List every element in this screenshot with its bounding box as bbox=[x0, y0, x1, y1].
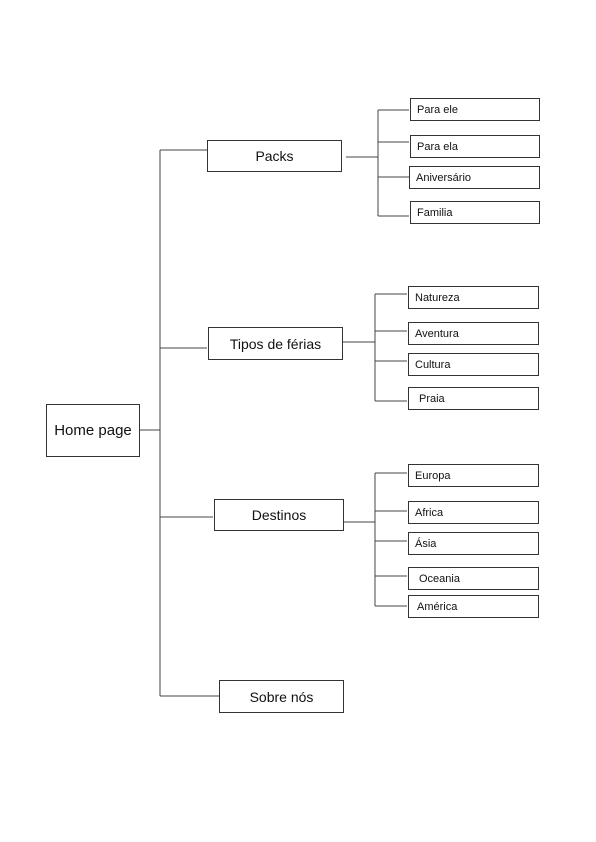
node-familia: Familia bbox=[410, 201, 540, 224]
node-aniversario: Aniversário bbox=[409, 166, 540, 189]
node-africa: Africa bbox=[408, 501, 539, 524]
node-packs: Packs bbox=[207, 140, 342, 172]
node-europa: Europa bbox=[408, 464, 539, 487]
node-destinos: Destinos bbox=[214, 499, 344, 531]
node-tipos-de-ferias: Tipos de férias bbox=[208, 327, 343, 360]
node-natureza: Natureza bbox=[408, 286, 539, 309]
node-asia: Ásia bbox=[408, 532, 539, 555]
node-para-ele: Para ele bbox=[410, 98, 540, 121]
node-aventura: Aventura bbox=[408, 322, 539, 345]
node-para-ela: Para ela bbox=[410, 135, 540, 158]
node-praia: Praia bbox=[408, 387, 539, 410]
node-home-page: Home page bbox=[46, 404, 140, 457]
node-sobre-nos: Sobre nós bbox=[219, 680, 344, 713]
node-oceania: Oceania bbox=[408, 567, 539, 590]
node-cultura: Cultura bbox=[408, 353, 539, 376]
node-america: América bbox=[408, 595, 539, 618]
